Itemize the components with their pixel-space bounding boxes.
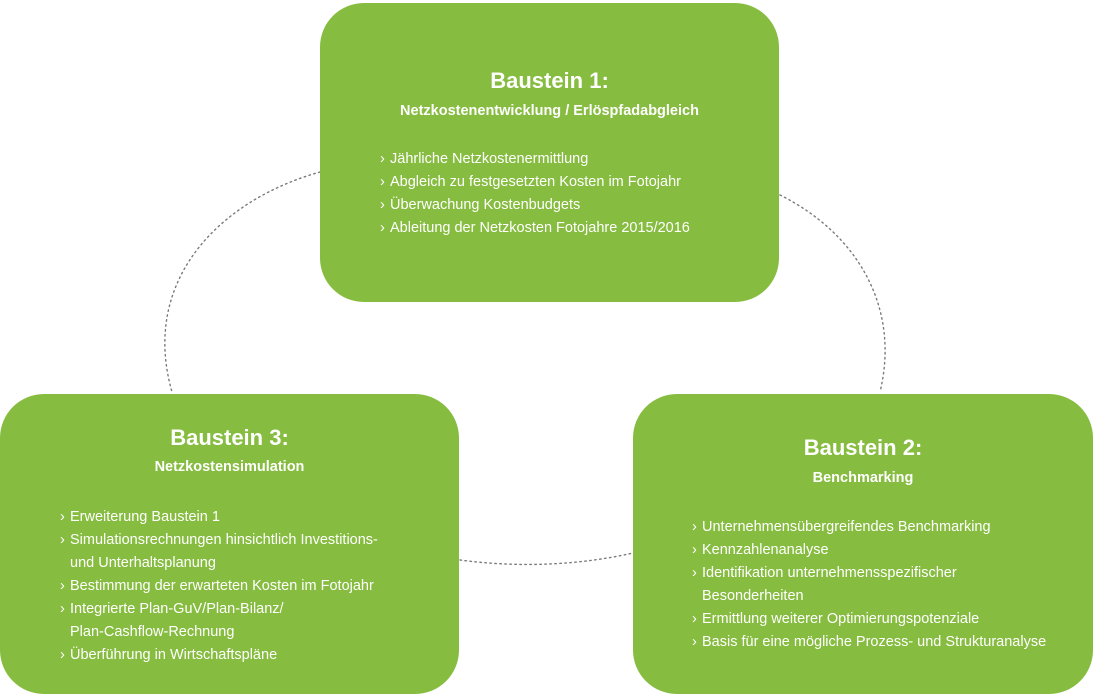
list-item-text: Integrierte Plan-GuV/Plan-Bilanz/ xyxy=(70,601,284,617)
baustein-1-box: Baustein 1: Netzkostenentwicklung / Erlö… xyxy=(320,3,779,302)
list-item: › Überführung in Wirtschaftspläne xyxy=(60,644,452,667)
chevron-right-icon: › xyxy=(60,532,65,548)
chevron-right-icon: › xyxy=(692,542,697,558)
list-item-text: Plan-Cashflow-Rechnung xyxy=(70,624,235,640)
list-item: › Abgleich zu festgesetzten Kosten im Fot… xyxy=(380,171,770,194)
list-item: › Identifikation unternehmensspezifischer… xyxy=(692,562,1087,608)
chevron-right-icon: › xyxy=(60,647,65,663)
baustein-1-list: › Jährliche Netzkostenermittlung › Abgleich… xyxy=(380,148,770,240)
list-item-text: Identifikation unternehmensspezifischer xyxy=(702,565,957,581)
baustein-2-box: Baustein 2: Benchmarking › Unternehmensüb… xyxy=(633,394,1093,694)
list-item-text: Bestimmung der erwarteten Kosten im Foto… xyxy=(70,578,374,594)
chevron-right-icon: › xyxy=(380,220,385,236)
chevron-right-icon: › xyxy=(380,174,385,190)
chevron-right-icon: › xyxy=(380,197,385,213)
baustein-3-list: › Erweiterung Baustein 1 › Simulationsrechn… xyxy=(60,506,452,667)
baustein-3-title: Baustein 3: xyxy=(170,425,289,450)
baustein-1-title: Baustein 1: xyxy=(490,68,609,93)
list-item-text: Ableitung der Netzkosten Fotojahre 2015/… xyxy=(390,220,690,236)
list-item: › Bestimmung der erwarteten Kosten im Fot… xyxy=(60,575,452,598)
list-item: › Basis für eine mögliche Prozess- und St… xyxy=(692,631,1087,654)
list-item-text: Überführung in Wirtschaftspläne xyxy=(70,647,278,663)
list-item-text: Kennzahlenanalyse xyxy=(702,542,829,558)
list-item-text: Simulationsrechnungen hinsichtlich Inves… xyxy=(70,532,378,548)
list-item-text: Überwachung Kostenbudgets xyxy=(390,197,581,213)
chevron-right-icon: › xyxy=(692,565,697,581)
list-item: › Integrierte Plan-GuV/Plan-Bilanz/Plan-C… xyxy=(60,598,452,644)
list-item-text: Basis für eine mögliche Prozess- und Str… xyxy=(702,634,1047,650)
list-item: › Überwachung Kostenbudgets xyxy=(380,194,770,217)
list-item-text: Erweiterung Baustein 1 xyxy=(70,509,220,525)
baustein-3-subtitle: Netzkostensimulation xyxy=(154,459,305,475)
list-item-text: Besonderheiten xyxy=(702,588,804,604)
list-item-text: Ermittlung weiterer Optimierungspotenzia… xyxy=(702,611,980,627)
list-item: › Ableitung der Netzkosten Fotojahre 2015… xyxy=(380,217,770,240)
baustein-2-list: › Unternehmensübergreifendes Benchmarking… xyxy=(692,516,1087,654)
baustein-3-box: Baustein 3: Netzkostensimulation › Erweit… xyxy=(0,394,459,694)
list-item: › Simulationsrechnungen hinsichtlich Inve… xyxy=(60,529,452,575)
connector-arc-3-to-1 xyxy=(164,171,321,393)
connector-arc-1-to-2 xyxy=(779,194,886,393)
chevron-right-icon: › xyxy=(60,578,65,594)
chevron-right-icon: › xyxy=(60,509,65,525)
chevron-right-icon: › xyxy=(60,601,65,617)
list-item: › Erweiterung Baustein 1 xyxy=(60,506,452,529)
list-item-text: und Unterhaltsplanung xyxy=(70,555,216,571)
chevron-right-icon: › xyxy=(380,151,385,167)
baustein-1-subtitle: Netzkostenentwicklung / Erlöspfadabgleic… xyxy=(400,103,699,119)
list-item: › Jährliche Netzkostenermittlung xyxy=(380,148,770,171)
connector-arc-2-to-3 xyxy=(459,552,634,566)
chevron-right-icon: › xyxy=(692,611,697,627)
list-item-text: Abgleich zu festgesetzten Kosten im Foto… xyxy=(390,174,681,190)
list-item: › Unternehmensübergreifendes Benchmarking xyxy=(692,516,1087,539)
baustein-2-title: Baustein 2: xyxy=(803,435,923,460)
list-item: › Kennzahlenanalyse xyxy=(692,539,1087,562)
list-item-text: Unternehmensübergreifendes Benchmarking xyxy=(702,519,991,535)
baustein-2-subtitle: Benchmarking xyxy=(812,470,914,486)
chevron-right-icon: › xyxy=(692,519,697,535)
list-item: › Ermittlung weiterer Optimierungspotenzi… xyxy=(692,608,1087,631)
chevron-right-icon: › xyxy=(692,634,697,650)
list-item-text: Jährliche Netzkostenermittlung xyxy=(390,151,589,167)
